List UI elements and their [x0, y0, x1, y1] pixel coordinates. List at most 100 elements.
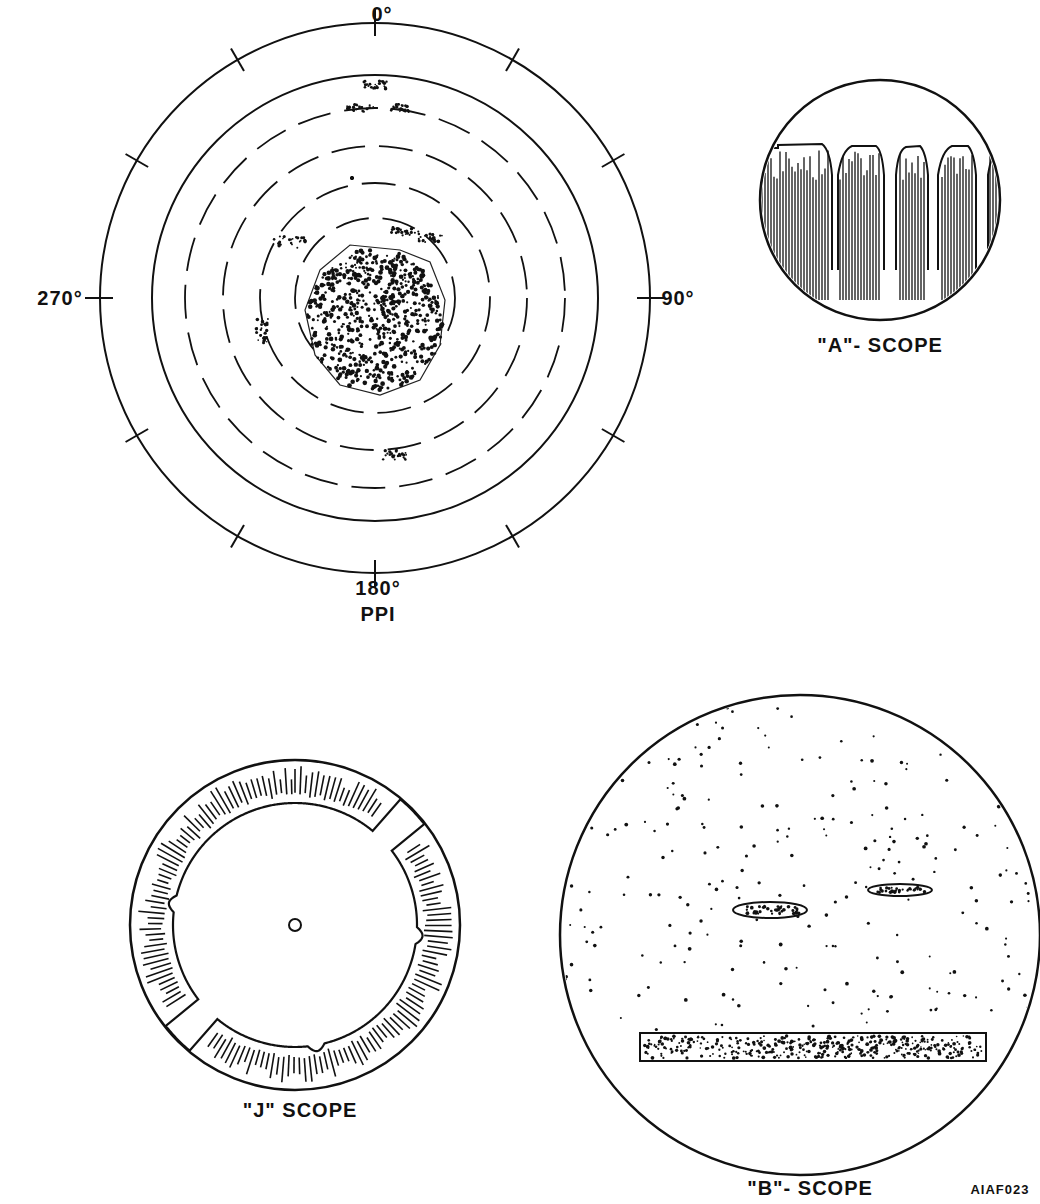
stipple-dot	[416, 322, 419, 325]
a-scope-bezel	[760, 80, 1000, 320]
stipple-dot	[895, 1049, 897, 1051]
stipple-dot	[834, 1055, 836, 1057]
noise-dot	[840, 740, 843, 743]
noise-dot	[587, 705, 590, 708]
stipple-dot	[743, 1050, 745, 1052]
stipple-dot	[425, 313, 429, 317]
stipple-dot	[799, 1051, 801, 1053]
stipple-dot	[362, 380, 367, 385]
noise-dot	[1005, 938, 1007, 940]
stipple-dot	[373, 308, 376, 311]
noise-dot	[707, 746, 710, 749]
stipple-dot	[345, 350, 347, 352]
noise-dot	[620, 1017, 622, 1019]
stipple-dot	[970, 1050, 972, 1052]
stipple-dot	[833, 1045, 835, 1047]
stipple-dot	[700, 1054, 703, 1057]
stipple-dot	[752, 911, 755, 914]
noise-dot	[721, 1024, 724, 1027]
noise-dot	[1007, 987, 1010, 990]
stipple-dot	[380, 300, 383, 303]
stipple-dot	[715, 1042, 718, 1045]
grass-stroke	[181, 828, 195, 840]
noise-dot	[740, 773, 743, 776]
stipple-dot	[802, 1048, 805, 1051]
stipple-dot	[351, 177, 353, 179]
grass-stroke	[146, 934, 166, 935]
noise-dot	[666, 823, 669, 826]
grass-stroke	[427, 946, 451, 950]
bearing-tick	[85, 297, 113, 299]
stipple-dot	[259, 334, 262, 337]
stipple-dot	[358, 342, 360, 344]
stipple-dot	[331, 343, 333, 345]
stipple-dot	[885, 1055, 888, 1058]
stipple-dot	[384, 290, 389, 295]
stipple-dot	[378, 276, 382, 280]
stipple-dot	[901, 1047, 903, 1049]
stipple-dot	[255, 331, 258, 334]
stipple-dot	[370, 86, 373, 89]
grass-stroke	[398, 1011, 417, 1027]
noise-dot	[864, 846, 868, 850]
stipple-dot	[382, 312, 386, 316]
grass-stroke	[187, 827, 200, 839]
stipple-dot	[410, 325, 414, 329]
stipple-dot	[732, 1056, 736, 1060]
stipple-dot	[972, 1056, 974, 1058]
stipple-dot	[356, 378, 360, 382]
stipple-dot	[308, 305, 313, 310]
stipple-dot	[263, 336, 266, 339]
stipple-dot	[290, 242, 292, 244]
stipple-dot	[393, 454, 395, 456]
noise-dot	[1018, 973, 1020, 975]
noise-dot	[878, 867, 881, 870]
stipple-dot	[947, 1043, 950, 1046]
grass-stroke	[216, 788, 231, 813]
stipple-dot	[349, 356, 351, 358]
stipple-dot	[651, 1056, 655, 1060]
stipple-dot	[418, 239, 421, 242]
stipple-dot	[353, 315, 355, 317]
grass-stroke	[899, 154, 900, 300]
stipple-dot	[402, 346, 406, 350]
stipple-dot	[273, 238, 276, 241]
noise-dot	[735, 886, 738, 889]
stipple-dot	[401, 234, 403, 236]
stipple-dot	[835, 1052, 838, 1055]
stipple-dot	[394, 356, 397, 359]
stipple-dot	[798, 1043, 801, 1046]
stipple-dot	[326, 314, 329, 317]
grass-stroke	[427, 914, 451, 916]
grass-stroke	[917, 156, 918, 300]
noise-dot	[564, 789, 567, 792]
stipple-dot	[435, 301, 439, 305]
stipple-dot	[953, 1051, 955, 1053]
stipple-dot	[980, 1050, 982, 1052]
grass-stroke	[280, 779, 281, 793]
noise-dot	[624, 823, 628, 827]
noise-dot	[933, 871, 935, 873]
noise-dot	[676, 806, 680, 810]
stipple-dot	[760, 1037, 762, 1039]
stipple-dot	[387, 371, 391, 375]
noise-dot	[867, 922, 870, 925]
noise-dot	[949, 972, 951, 974]
noise-dot	[885, 806, 889, 810]
grass-stroke	[198, 805, 213, 824]
stipple-dot	[944, 1043, 948, 1047]
stipple-dot	[890, 1044, 893, 1047]
noise-dot	[671, 850, 673, 852]
noise-dot	[834, 900, 837, 903]
stipple-dot	[333, 320, 336, 323]
noise-dot	[593, 944, 597, 948]
stipple-dot	[389, 312, 392, 315]
stipple-dot	[968, 1041, 972, 1045]
stipple-dot	[387, 376, 391, 380]
stipple-dot	[365, 255, 368, 258]
stipple-dot	[797, 1057, 800, 1060]
stipple-dot	[326, 342, 329, 345]
grass-stroke	[369, 1032, 381, 1049]
stipple-dot	[858, 1041, 860, 1043]
stipple-dot	[392, 300, 395, 303]
